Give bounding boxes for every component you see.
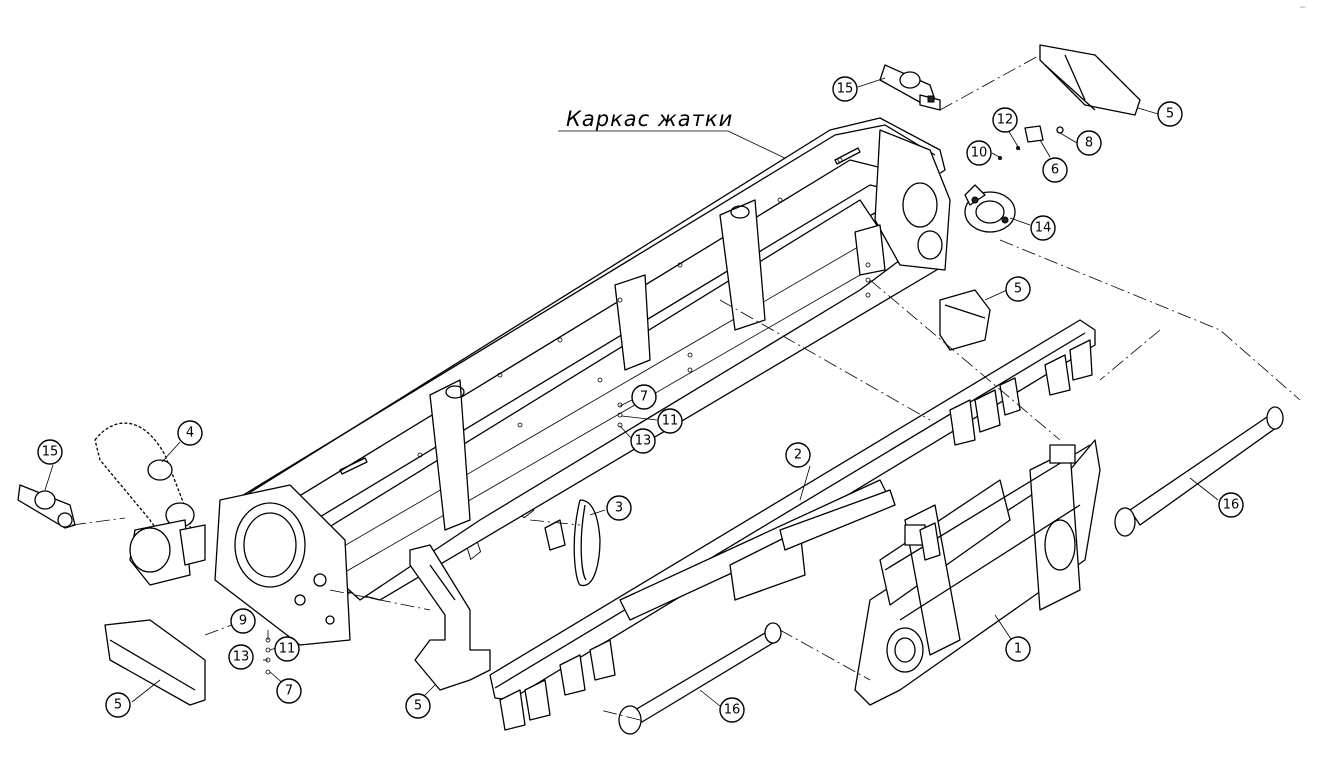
svg-text:16: 16 [724,703,741,718]
svg-text:7: 7 [285,684,293,699]
svg-text:6: 6 [1051,163,1059,178]
part-1-central-frame [854,439,1101,706]
svg-text:2: 2 [794,448,802,463]
header-frame [214,117,951,646]
balloon-16-right: 16 [1218,492,1244,518]
svg-text:3: 3 [615,501,623,516]
balloon-5-mid-right: 5 [1005,276,1031,302]
svg-text:5: 5 [114,698,122,713]
balloon-11-left: 11 [274,636,300,662]
svg-text:11: 11 [662,414,679,429]
svg-text:12: 12 [997,113,1014,128]
balloon-16-bottom: 16 [719,697,745,723]
svg-text:16: 16 [1223,498,1240,513]
part-5-cover-bottom-left [104,619,206,706]
corner-mark: ᵃᵇᶜ [1300,6,1306,12]
svg-text:5: 5 [1166,107,1174,122]
part-5-cover-mid-right [939,289,991,351]
part-2-lower-beam [489,319,1096,731]
balloon-5-center: 5 [405,693,431,719]
part-16-shaft-right [1114,406,1284,537]
part-16-shaft-bottom [618,622,782,735]
small-hardware [265,125,1064,675]
part-15-joint-top [879,64,941,111]
svg-text:8: 8 [1085,136,1093,151]
svg-text:7: 7 [640,390,648,405]
balloon-15-left: 15 [37,439,63,465]
balloon-13-left: 13 [228,644,254,670]
balloon-7-mid: 7 [631,384,657,410]
part-5-cover-center [409,544,491,691]
assembly-label: Каркас жатки [566,107,733,131]
svg-text:14: 14 [1035,221,1052,236]
balloon-13-mid: 13 [630,428,656,454]
balloon-7-left: 7 [276,678,302,704]
balloon-14: 14 [1030,215,1056,241]
svg-text:5: 5 [1014,282,1022,297]
svg-text:13: 13 [233,650,250,665]
svg-text:11: 11 [279,642,296,657]
leader-lines [44,77,1219,707]
part-14-gearbox [964,184,1016,233]
balloon-5-bottom-left: 5 [105,692,131,718]
svg-text:13: 13 [635,434,652,449]
balloon-11-mid: 11 [657,408,683,434]
balloon-8: 8 [1076,130,1102,156]
assembly-label-group: Каркас жатки [558,107,811,171]
svg-text:9: 9 [239,614,247,629]
balloon-3: 3 [606,495,632,521]
balloon-6: 6 [1042,157,1068,183]
balloon-5-top-right: 5 [1157,101,1183,127]
balloon-10: 10 [966,140,992,166]
part-5-cover-top-right [1039,44,1141,116]
balloon-1: 1 [1005,636,1031,662]
balloon-9: 9 [230,608,256,634]
balloon-4: 4 [177,420,203,446]
svg-text:5: 5 [414,699,422,714]
part-15-joint-left [17,484,76,529]
svg-text:1: 1 [1014,642,1022,657]
svg-text:10: 10 [971,146,988,161]
part-4-chain-drive [94,422,206,586]
balloon-2: 2 [785,442,811,468]
balloon-15-top: 15 [832,76,858,102]
svg-text:4: 4 [186,426,194,441]
svg-text:15: 15 [837,82,854,97]
balloon-12: 12 [992,107,1018,133]
part-3-hose-bracket [544,499,601,587]
svg-text:15: 15 [42,445,59,460]
